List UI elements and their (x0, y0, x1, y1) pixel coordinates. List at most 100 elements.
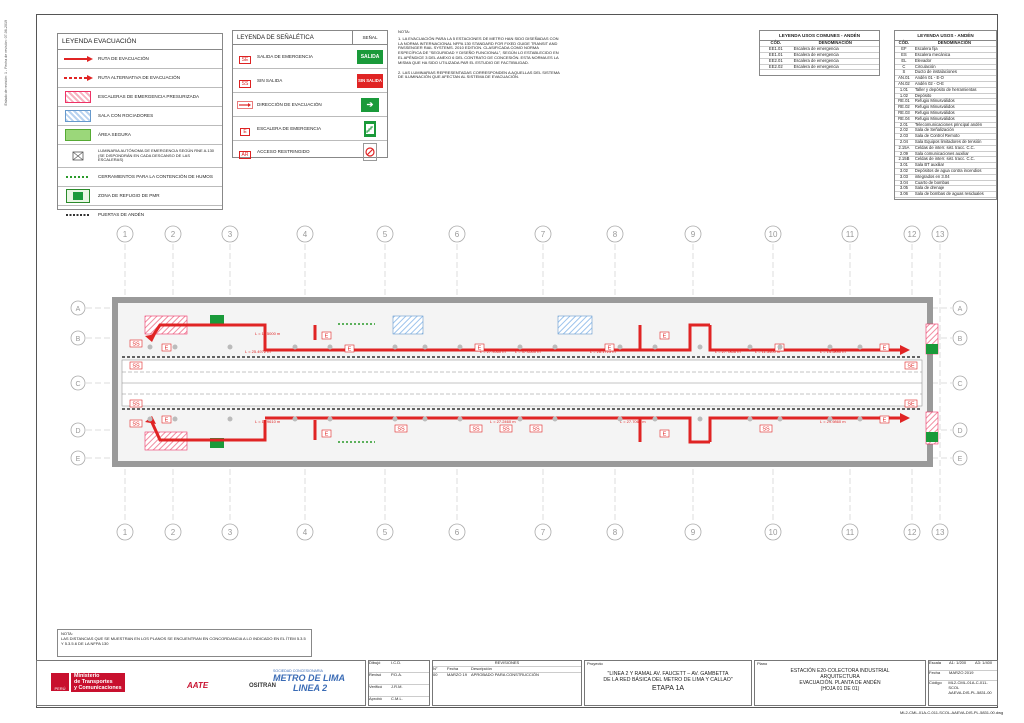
emergency-light (227, 416, 233, 422)
sign-tag-label: E (883, 346, 887, 352)
axis-bubble (903, 225, 921, 243)
emergency-light (227, 344, 233, 350)
sign-tag (321, 331, 332, 340)
emergency-light (422, 344, 428, 350)
axis-bubble (684, 523, 702, 541)
axis-bubble (296, 225, 314, 243)
axis-bubble (931, 225, 949, 243)
axis-label: 3 (228, 528, 233, 537)
emergency-light (457, 416, 463, 422)
drawing-sheet (36, 14, 998, 708)
legend-label: RUTA DE EVACUACIÓN (98, 56, 149, 62)
code-cell: ES (895, 52, 913, 59)
emergency-light (327, 416, 333, 422)
sign-tag-label: E (663, 432, 667, 438)
code-cell: EE2.02 (760, 64, 792, 71)
emergency-light (827, 416, 833, 422)
name-cell: Cuarto de bombas (912, 180, 996, 187)
emergency-light (697, 416, 703, 422)
sign-tag-label: SS (132, 402, 140, 408)
emergency-light (552, 344, 558, 350)
legend-label: ZONA DE REFUGIO DE PMR (98, 193, 160, 199)
sign-tag-label: E (325, 432, 329, 438)
safe-area-swatch (65, 129, 91, 141)
distance-label: L = 11.9610 m (255, 419, 281, 424)
smoke-barrier-icon (66, 176, 90, 178)
legend-signage-title: LEYENDA DE SEÑALÉTICA (237, 34, 314, 41)
emergency-light (517, 344, 523, 350)
code-cell: 2.15B (895, 157, 913, 164)
code-cell: RE.04 (895, 116, 913, 123)
row-bubble (952, 422, 968, 438)
row-axis-label: E (76, 456, 81, 463)
sign-tag-label: SS (132, 342, 140, 348)
distance-label: L = 27.2460 m (490, 419, 516, 424)
emergency-light (292, 416, 298, 422)
sign-tag (474, 343, 485, 352)
name-cell: Escalera de emergencia (791, 58, 879, 65)
legend-uses-title: LEYENDA USOS - ANDÉN (895, 31, 996, 42)
name-cell: Escalera de emergencia (791, 52, 879, 59)
sign-tag (129, 361, 143, 370)
code-cell: RE.01 (895, 99, 913, 106)
axis-label: 4 (303, 528, 308, 537)
code-cell: 2.02 (895, 128, 913, 135)
axis-label: 10 (769, 230, 778, 239)
sign-tag-label: SE (907, 364, 915, 370)
axis-label: 9 (691, 528, 696, 537)
axis-label: 5 (383, 230, 388, 239)
sign-tag (129, 399, 143, 408)
pmr-refuge (926, 344, 938, 354)
name-cell: Refugio Minusválidos (912, 116, 996, 123)
column-header: DENOMINACIÓN (912, 40, 996, 48)
axis-label: 7 (541, 230, 546, 239)
legend-evacuation-title: LEYENDA EVACUACIÓN (58, 34, 222, 50)
axis-bubble (164, 523, 182, 541)
signage-label: SIN SALIDA (257, 77, 283, 83)
legend-common-title: LEYENDA USOS COMUNES - ANDÉN (760, 31, 879, 42)
legend-item: SALA CON ROCIADORES (58, 107, 222, 126)
row-axis-label: A (958, 306, 963, 313)
direction-sign: ➔ (361, 97, 379, 112)
signage-column-header: SEÑAL (352, 31, 387, 44)
name-cell: Refugio Minusválidos (912, 99, 996, 106)
axis-label: 13 (936, 230, 945, 239)
sign-tag (659, 331, 670, 340)
code-cell: 3.04 (895, 180, 913, 187)
emergency-light (652, 416, 658, 422)
distance-label: L = 14.5890 m (820, 349, 846, 354)
code-cell: EL (895, 58, 913, 65)
row-bubble (952, 300, 968, 316)
axis-bubble (764, 523, 782, 541)
distance-label: L = 27.9560 m (480, 349, 506, 354)
evacuation-route (148, 323, 267, 345)
legend-item: CERRAMIENTOS PARA LA CONTENCIÓN DE HUMOS (58, 168, 222, 187)
name-cell: Refugio Minusválidos (912, 110, 996, 117)
axis-label: 11 (846, 528, 855, 537)
no-exit-sign: SIN SALIDA (357, 73, 383, 88)
axis-bubble (116, 225, 134, 243)
legend-label: RUTA ALTERNATIVA DE EVACUACIÓN (98, 75, 181, 81)
emergency-light (292, 344, 298, 350)
axis-bubble (931, 523, 949, 541)
code-cell: EE2.01 (760, 58, 792, 65)
name-cell: Andén 01 - E-O (912, 75, 996, 82)
name-cell: integrados en 3.04 (912, 174, 996, 181)
axis-bubble (764, 225, 782, 243)
code-cell: EE1.01 (760, 46, 792, 53)
sign-tag-label: E (883, 418, 887, 424)
row-axis-label: B (76, 336, 81, 343)
signage-item: DIRECCIÓN DE EVACUACIÓN ➔ (233, 93, 387, 117)
emergency-light (392, 416, 398, 422)
legend-label: LUMINARIA AUTÓNOMA DE EMERGENCIA SEGÚN R… (98, 147, 215, 163)
